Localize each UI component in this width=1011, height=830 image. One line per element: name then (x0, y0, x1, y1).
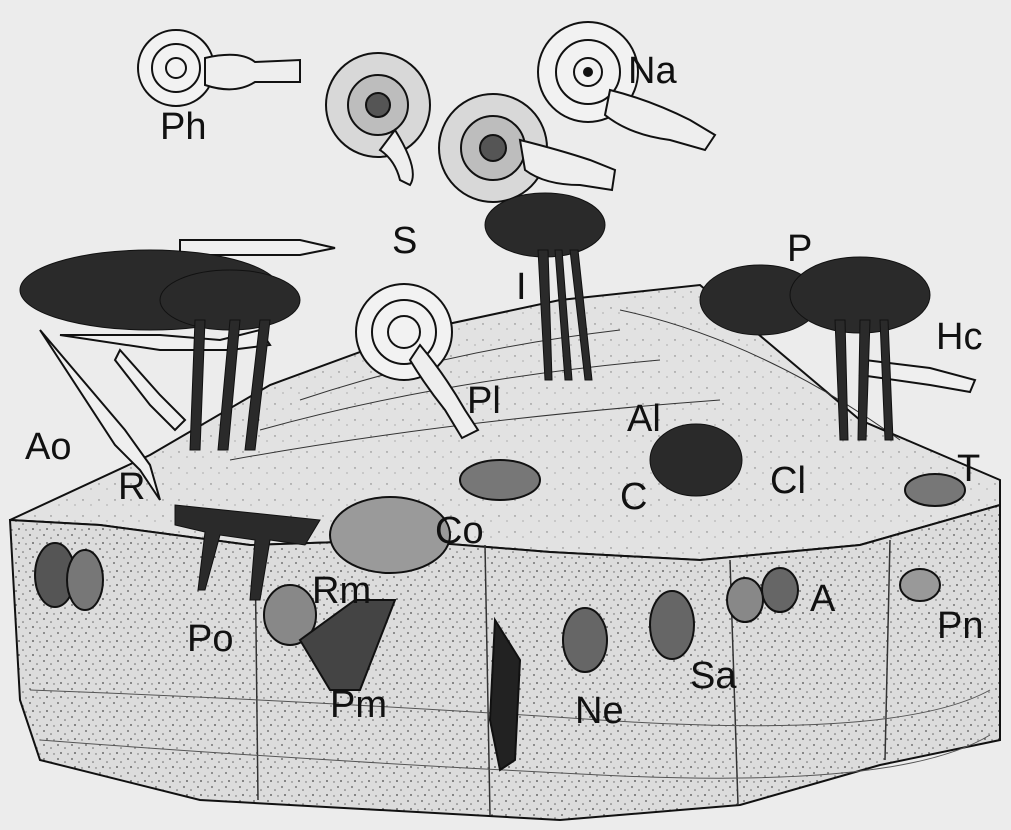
label-ao: Ao (25, 428, 71, 466)
label-pm: Pm (330, 686, 387, 724)
label-ph: Ph (160, 108, 206, 146)
label-pn: Pn (937, 607, 983, 645)
label-co: Co (435, 512, 484, 550)
label-c: C (620, 478, 647, 516)
label-po: Po (187, 620, 233, 658)
label-t: T (957, 450, 980, 488)
label-i: I (516, 268, 527, 306)
label-r: R (118, 468, 145, 506)
label-na: Na (628, 52, 677, 90)
label-pl: Pl (467, 382, 501, 420)
label-p: P (787, 230, 812, 268)
label-hc: Hc (936, 318, 982, 356)
label-sa: Sa (690, 657, 736, 695)
label-cl: Cl (770, 462, 806, 500)
label-al: Al (627, 400, 661, 438)
label-s: S (392, 222, 417, 260)
label-rm: Rm (312, 572, 371, 610)
label-a: A (810, 580, 835, 618)
label-ne: Ne (575, 692, 624, 730)
